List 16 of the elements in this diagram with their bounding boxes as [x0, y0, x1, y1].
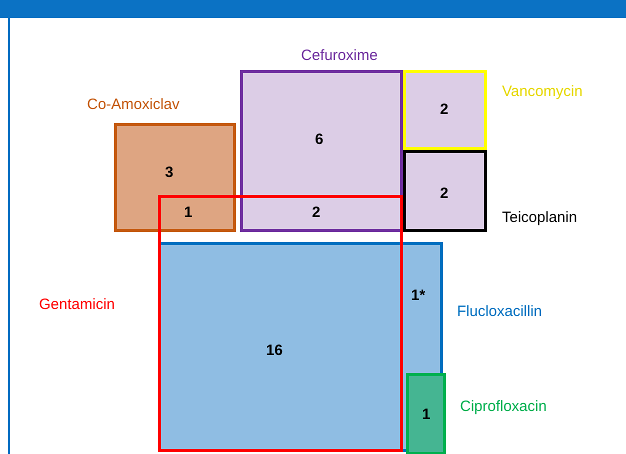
set-label: Vancomycin	[502, 83, 583, 100]
count-label: 2	[440, 101, 448, 118]
count-label: 2	[440, 185, 448, 202]
set-label: Co-Amoxiclav	[87, 96, 180, 113]
set-label: Flucloxacillin	[457, 303, 542, 320]
count-label: 3	[165, 164, 174, 181]
count-label: 2	[312, 204, 320, 221]
count-label: 1	[184, 204, 192, 221]
count-label: 6	[315, 131, 324, 148]
set-label: Gentamicin	[39, 296, 115, 313]
set-label: Ciprofloxacin	[460, 398, 547, 415]
count-label: 16	[266, 342, 283, 359]
count-label: 1	[422, 406, 430, 423]
set-label: Teicoplanin	[502, 209, 578, 226]
count-label: 1*	[411, 287, 426, 304]
set-label: Cefuroxime	[301, 47, 378, 64]
